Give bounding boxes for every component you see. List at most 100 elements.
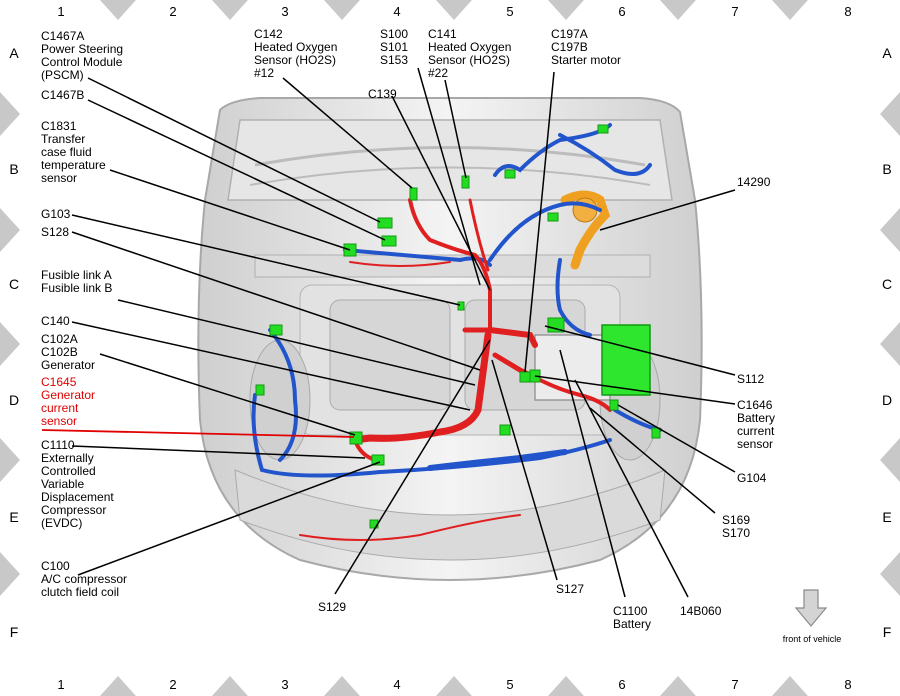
label-c1831-line2: Transfer (41, 132, 85, 146)
connector-left (255, 384, 265, 396)
label-c1646-line3: current (737, 424, 775, 438)
front-of-vehicle-label: front of vehicle (783, 634, 842, 644)
label-c141-line4: #22 (428, 66, 448, 80)
label-c142: C142 Heated Oxygen Sensor (HO2S) #12 (254, 27, 337, 80)
label-c140: C140 (41, 314, 70, 328)
grid-column-labels-bottom: 1 2 3 4 5 6 7 8 (57, 677, 851, 692)
connector-starter (547, 212, 559, 222)
label-fusible: Fusible link A Fusible link B (41, 268, 112, 295)
grid-col-3-bottom: 3 (281, 677, 288, 692)
label-c102: C102A C102B Generator (41, 332, 95, 372)
label-c1110-line1: C1110 (41, 438, 75, 452)
grid-col-6: 6 (618, 4, 625, 19)
label-g104: G104 (737, 471, 767, 485)
grid-row-b: B (9, 161, 18, 177)
label-s100: S100 S101 S153 (380, 27, 408, 67)
label-fusible-b: Fusible link B (41, 281, 112, 295)
grid-col-7: 7 (731, 4, 738, 19)
label-c1467a-line1: C1467A (41, 29, 84, 43)
grid-row-b-right: B (882, 161, 891, 177)
label-c197-line3: Starter motor (551, 53, 621, 67)
label-s100-line3: S153 (380, 53, 408, 67)
label-s129: S129 (318, 600, 346, 614)
grid-row-f-right: F (883, 624, 892, 640)
grid-col-1-bottom: 1 (57, 677, 64, 692)
label-s169-line1: S169 (722, 513, 750, 527)
label-c1831-line5: sensor (41, 171, 77, 185)
label-s169: S169 S170 (722, 513, 750, 540)
label-c141: C141 Heated Oxygen Sensor (HO2S) #22 (428, 27, 511, 80)
grid-row-e-right: E (882, 509, 891, 525)
grid-column-labels-top: 1 2 3 4 5 6 7 8 (57, 4, 851, 19)
label-c139: C139 (368, 87, 397, 101)
grid-col-5: 5 (506, 4, 513, 19)
label-c1645-line2: Generator (41, 388, 95, 402)
label-s127: S127 (556, 582, 584, 596)
grid-col-3: 3 (281, 4, 288, 19)
label-c1110-line3: Controlled (41, 464, 96, 478)
label-c1831-line1: C1831 (41, 119, 77, 133)
label-c197: C197A C197B Starter motor (551, 27, 621, 67)
label-c197-line2: C197B (551, 40, 588, 54)
grid-row-a-right: A (882, 45, 892, 61)
grid-col-4: 4 (393, 4, 400, 19)
grid-row-labels-left: A B C D E F (9, 45, 19, 640)
blue-harness (251, 123, 662, 478)
label-14290: 14290 (737, 175, 771, 189)
label-c142-line4: #12 (254, 66, 274, 80)
connector-s112 (519, 371, 531, 383)
grid-col-1: 1 (57, 4, 64, 19)
grid-col-6-bottom: 6 (618, 677, 625, 692)
label-c1645-line1: C1645 (41, 375, 77, 389)
label-c142-line1: C142 (254, 27, 283, 41)
connector-c100 (499, 424, 511, 436)
label-14b060: 14B060 (680, 604, 722, 618)
label-c1831: C1831 Transfer case fluid temperature se… (41, 119, 106, 185)
leader-lines (71, 67, 736, 598)
connector-c197 (597, 124, 609, 134)
label-c102-line3: Generator (41, 358, 95, 372)
label-c1467a-line2: Power Steering (41, 42, 123, 56)
grid-row-c: C (9, 276, 19, 292)
label-c1645-line3: current (41, 401, 79, 415)
label-s100-line2: S101 (380, 40, 408, 54)
grid-col-4-bottom: 4 (393, 677, 400, 692)
label-c1110-line6: Compressor (41, 503, 106, 517)
grid-col-8: 8 (844, 4, 851, 19)
label-c1467a: C1467A Power Steering Control Module (PS… (41, 29, 123, 82)
label-c1100-line1: C1100 (613, 604, 648, 618)
grid-row-e: E (9, 509, 18, 525)
label-c1100-line2: Battery (613, 617, 651, 631)
label-c1831-line4: temperature (41, 158, 106, 172)
grid-col-7-bottom: 7 (731, 677, 738, 692)
label-c100-line3: clutch field coil (41, 585, 119, 599)
label-c1645-line4: sensor (41, 414, 77, 428)
grid-row-d-right: D (882, 392, 892, 408)
label-s128: S128 (41, 225, 69, 239)
label-c1646-line1: C1646 (737, 398, 773, 412)
label-c142-line2: Heated Oxygen (254, 40, 337, 54)
label-c1110-line4: Variable (41, 477, 84, 491)
connector-right (651, 427, 661, 439)
grid-col-8-bottom: 8 (844, 677, 851, 692)
label-c102-line2: C102B (41, 345, 78, 359)
battery (534, 324, 651, 401)
label-g103: G103 (41, 207, 71, 221)
grid-row-a: A (9, 45, 19, 61)
c1645-leader (41, 429, 355, 438)
label-c141-line3: Sensor (HO2S) (428, 53, 510, 67)
label-c100-line2: A/C compressor (41, 572, 127, 586)
connector-g103 (457, 301, 465, 311)
label-c1110-line5: Displacement (41, 490, 114, 504)
label-c1645: C1645 Generator current sensor (41, 375, 95, 428)
grid-row-labels-right: A B C D E F (882, 45, 892, 640)
grid-row-f: F (10, 624, 19, 640)
label-s169-line2: S170 (722, 526, 750, 540)
label-s100-line1: S100 (380, 27, 408, 41)
label-c100: C100 A/C compressor clutch field coil (41, 559, 127, 599)
grid-col-2-bottom: 2 (169, 677, 176, 692)
label-c1646-line2: Battery (737, 411, 775, 425)
label-c100-line1: C100 (41, 559, 70, 573)
